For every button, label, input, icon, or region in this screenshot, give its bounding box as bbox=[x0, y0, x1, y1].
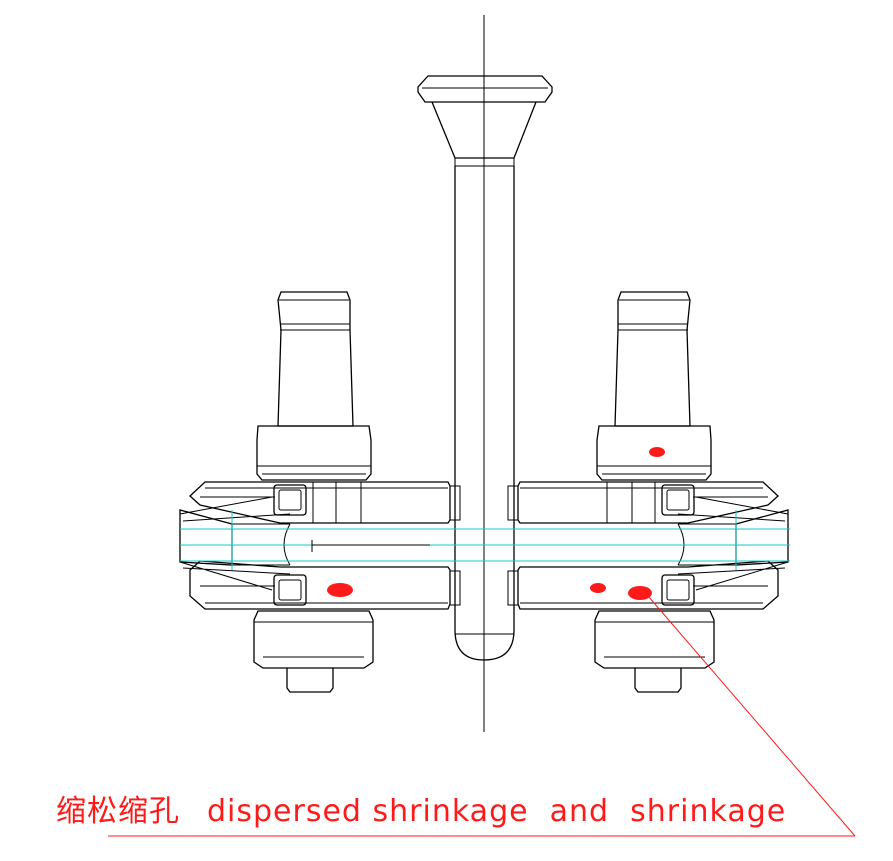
defect-label-chinese: 缩松缩孔 bbox=[56, 794, 180, 829]
defect-label-english: dispersed shrinkage and shrinkage bbox=[207, 794, 786, 829]
shrinkage-defects bbox=[327, 447, 665, 600]
right-casting bbox=[507, 291, 789, 693]
defect-spot bbox=[590, 583, 606, 593]
runner-centerlines bbox=[180, 510, 790, 570]
defect-spot bbox=[327, 583, 353, 597]
left-casting bbox=[179, 291, 461, 693]
defect-spot bbox=[649, 447, 665, 457]
leader-line bbox=[108, 595, 856, 837]
sprue bbox=[417, 75, 553, 661]
defect-spot bbox=[628, 586, 652, 600]
